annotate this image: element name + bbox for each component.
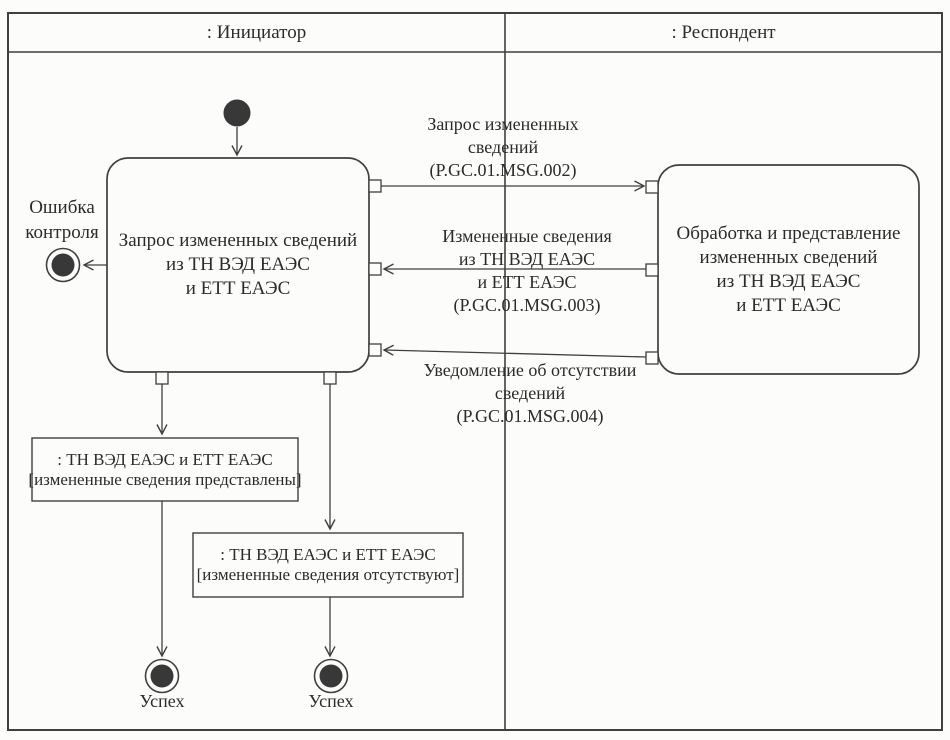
error-final-label: Ошибка контроля: [10, 195, 114, 245]
success-label-left: Успех: [139, 691, 185, 711]
label-line: (P.GC.01.MSG.003): [453, 295, 601, 315]
lane-header-respondent: : Респондент: [671, 22, 776, 43]
message-label-msg002: Запрос измененных сведений (P.GC.01.MSG.…: [393, 113, 613, 182]
label-line: и ЕТТ ЕАЭС: [185, 278, 291, 299]
initial-node-icon: [223, 99, 251, 127]
label-line: [измененные сведения отсутствуют]: [196, 565, 460, 584]
input-pin: [368, 262, 382, 276]
success-final-node-right-icon: [313, 658, 349, 694]
label-line: и ЕТТ ЕАЭС: [477, 272, 577, 292]
label-line: и ЕТТ ЕАЭС: [736, 294, 841, 316]
input-pin: [368, 343, 382, 357]
output-pin: [368, 179, 382, 193]
label-line: : ТН ВЭД ЕАЭС и ЕТТ ЕАЭС: [220, 545, 436, 564]
object-node-absent: [192, 532, 464, 598]
label-line: из ТН ВЭД ЕАЭС: [166, 254, 310, 275]
label-line: Уведомление об отсутствии: [423, 360, 637, 380]
label-line: [измененные сведения представлены]: [28, 469, 302, 489]
label-line: из ТН ВЭД ЕАЭС: [458, 249, 596, 269]
label-line: Обработка и представление: [676, 222, 901, 244]
output-pin: [323, 371, 337, 385]
output-pin: [645, 263, 659, 277]
initiator-activity-label: Запрос измененных сведений из ТН ВЭД ЕАЭ…: [107, 158, 369, 372]
label-line: (P.GC.01.MSG.004): [456, 406, 604, 426]
object-node-provided: [31, 437, 299, 502]
label-line: из ТН ВЭД ЕАЭС: [716, 270, 861, 292]
input-pin: [645, 180, 659, 194]
error-final-node-icon: [45, 247, 81, 283]
output-pin: [155, 371, 169, 385]
label-line: сведений: [467, 137, 539, 157]
success-label-right: Успех: [308, 691, 354, 711]
success-final-node-left-icon: [144, 658, 180, 694]
swimlane-frame: [7, 12, 943, 731]
message-arrow-msg004: [384, 350, 647, 358]
label-line: Ошибка: [29, 197, 95, 218]
label-line: Измененные сведения: [442, 226, 612, 246]
message-label-msg003: Измененные сведения из ТН ВЭД ЕАЭС и ЕТТ…: [417, 225, 637, 317]
message-label-msg004: Уведомление об отсутствии сведений (P.GC…: [415, 359, 645, 428]
output-pin: [645, 351, 659, 365]
label-line: Запрос измененных сведений: [118, 230, 358, 251]
object-absent-label: : ТН ВЭД ЕАЭС и ЕТТ ЕАЭС [измененные све…: [193, 533, 463, 597]
label-line: сведений: [494, 383, 566, 403]
label-line: Запрос измененных: [427, 114, 579, 134]
label-line: (P.GC.01.MSG.002): [429, 160, 577, 180]
lane-header-initiator: : Инициатор: [206, 22, 307, 43]
respondent-activity-label: Обработка и представление измененных све…: [658, 165, 919, 374]
label-line: измененных сведений: [699, 246, 878, 268]
label-line: контроля: [25, 222, 99, 243]
object-provided-label: : ТН ВЭД ЕАЭС и ЕТТ ЕАЭС [измененные све…: [28, 438, 301, 501]
label-line: : ТН ВЭД ЕАЭС и ЕТТ ЕАЭС: [57, 449, 273, 469]
